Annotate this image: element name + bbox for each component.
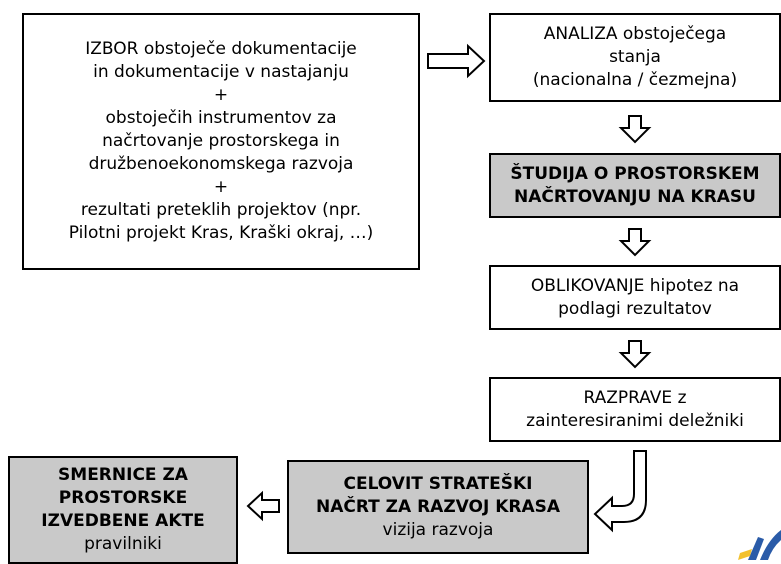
izbor-line-2: in dokumentacije v nastajanju — [93, 62, 349, 82]
celovit-subtitle: vizija razvoja — [382, 519, 494, 540]
studija-box: ŠTUDIJA O PROSTORSKEM NAČRTOVANJU NA KRA… — [489, 153, 781, 218]
arrow-down-icon-1 — [618, 115, 652, 144]
analiza-line-1: ANALIZA obstoječega — [543, 24, 727, 44]
oblikovanje-line-1: OBLIKOVANJE hipotez na — [530, 275, 740, 296]
izbor-line-1: IZBOR obstoječe dokumentacije — [85, 39, 357, 59]
izbor-plus-1: + — [213, 85, 229, 105]
analiza-line-2: stanja — [609, 47, 661, 67]
celovit-title-1: CELOVIT STRATEŠKI — [343, 473, 533, 494]
izbor-line-3: obstoječih instrumentov za — [105, 108, 337, 128]
razprave-line-1: RAZPRAVE z — [583, 387, 687, 408]
smernice-title-1: SMERNICE ZA — [58, 465, 188, 485]
oblikovanje-line-2: podlagi rezultatov — [558, 298, 712, 319]
arrow-right-icon — [427, 43, 486, 79]
analiza-line-3: (nacionalna / čezmejna) — [532, 70, 738, 90]
celovit-title-2: NAČRT ZA RAZVOJ KRASA — [315, 496, 561, 517]
smernice-title-2: PROSTORSKE — [58, 488, 188, 508]
izbor-box: IZBOR obstoječe dokumentacije in dokumen… — [22, 13, 420, 270]
oblikovanje-box: OBLIKOVANJE hipotez na podlagi rezultato… — [489, 265, 781, 330]
smernice-subtitle: pravilniki — [84, 534, 162, 554]
logo-icon — [738, 530, 781, 560]
studija-line-2: NAČRTOVANJU NA KRASU — [514, 186, 756, 207]
izbor-line-6: rezultati preteklih projektov (npr. — [80, 200, 362, 220]
izbor-plus-2: + — [213, 177, 229, 197]
arrow-down-icon-2 — [618, 228, 652, 257]
celovit-box: CELOVIT STRATEŠKI NAČRT ZA RAZVOJ KRASA … — [287, 460, 589, 554]
razprave-line-2: zainteresiranimi deležniki — [526, 410, 744, 431]
analiza-box: ANALIZA obstoječega stanja (nacionalna /… — [489, 13, 781, 102]
izbor-line-7: Pilotni projekt Kras, Kraški okraj, …) — [68, 223, 374, 243]
izbor-line-5: družbenoekonomskega razvoja — [88, 154, 354, 174]
izbor-line-4: načrtovanje prostorskega in — [102, 131, 340, 151]
arrow-down-icon-3 — [618, 340, 652, 369]
arrow-left-icon — [246, 490, 280, 522]
arrow-curved-icon — [593, 450, 647, 533]
razprave-box: RAZPRAVE z zainteresiranimi deležniki — [489, 377, 781, 442]
smernice-title-3: IZVEDBENE AKTE — [41, 511, 205, 531]
studija-line-1: ŠTUDIJA O PROSTORSKEM — [510, 163, 760, 184]
